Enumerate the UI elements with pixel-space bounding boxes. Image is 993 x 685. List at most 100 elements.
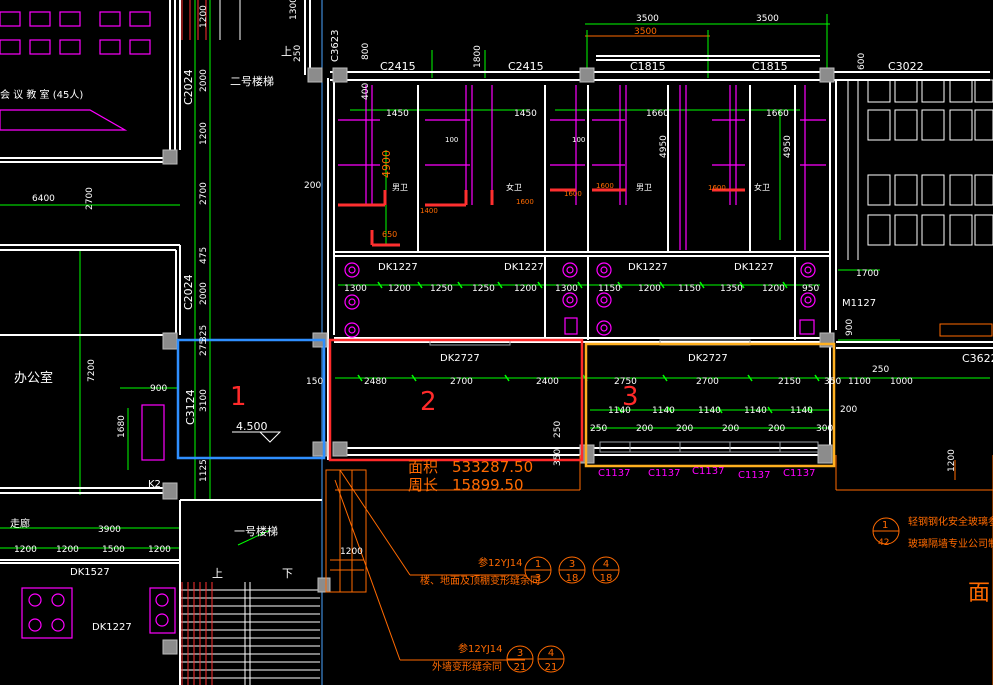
callout-bottom: 3: [535, 573, 541, 584]
dim-text: 900: [845, 319, 855, 336]
dim-text: 1200: [762, 284, 785, 294]
window-label: C3124: [184, 389, 197, 425]
stair-mark: 上: [212, 567, 223, 580]
dim-text: 1140: [608, 406, 631, 416]
dim-text: 1250: [472, 284, 495, 294]
dim-text: 1200: [56, 545, 79, 555]
window-label: C3622: [962, 352, 993, 365]
room-label-toilet: 女卫: [754, 182, 770, 192]
dim-text: 2700: [85, 187, 95, 210]
callout-bottom: 21: [545, 662, 558, 673]
dim-text: 800: [361, 43, 371, 60]
door-label: DK1227: [378, 262, 418, 273]
dim-text: 200: [304, 181, 321, 191]
dim-text: 1200: [638, 284, 661, 294]
dim-text: 1200: [148, 545, 171, 555]
elevation-marker: [232, 431, 282, 443]
area-label: 面积: [408, 458, 438, 476]
dim-text: 250: [293, 45, 303, 62]
zone-1-outline[interactable]: [176, 338, 326, 460]
perimeter-value: 15899.50: [452, 476, 524, 494]
dim-text: 950: [802, 284, 819, 294]
seating-grid: [847, 79, 993, 260]
zone-3-outline[interactable]: [584, 342, 836, 468]
dim-text: 1450: [514, 109, 537, 119]
dim-text: 3500: [636, 14, 659, 24]
dim-text: 200: [636, 424, 653, 434]
dim-text: 475: [199, 247, 209, 264]
note-right-index-bottom: 42: [878, 538, 889, 548]
zone-1-label: 1: [230, 382, 247, 412]
dim-text: 2700: [199, 182, 209, 205]
dim-text: 350: [553, 449, 563, 466]
room-label-corridor: 走廊: [10, 517, 30, 530]
dim-text: 325: [199, 325, 209, 342]
door-label: DK1227: [92, 622, 132, 633]
dim-text: 2000: [199, 69, 209, 92]
zone-2-outline[interactable]: [328, 338, 584, 462]
callout-bottom: 21: [514, 662, 527, 673]
dim-text: 6400: [32, 194, 55, 204]
door-label: DK1227: [504, 262, 544, 273]
window-label: C2415: [508, 60, 544, 73]
window-label: C1815: [630, 60, 666, 73]
partition-hatch: [338, 188, 745, 247]
dim-text: 4900: [380, 150, 393, 178]
dim-text: 250: [553, 421, 563, 438]
note-right-2: 玻璃隔墙专业公司制作: [908, 537, 993, 550]
dim-text: 1300: [344, 284, 367, 294]
dim-text: 600: [857, 53, 867, 70]
door-label: DK1527: [70, 567, 110, 578]
window-label: C2415: [380, 60, 416, 73]
window-label: C2024: [182, 274, 195, 310]
dim-text: 1140: [744, 406, 767, 416]
dim-text: 200: [768, 424, 785, 434]
dim-text: 2000: [199, 282, 209, 305]
dim-text: 1250: [430, 284, 453, 294]
callout-top: 4: [548, 648, 554, 659]
dim-text: 1125: [199, 459, 209, 482]
dim-text: 100: [445, 136, 458, 144]
room-label-toilet: 女卫: [506, 182, 522, 192]
note-ref-1: 参12YJ14: [478, 556, 523, 569]
elevation-value: 4.500: [236, 420, 268, 433]
dim-text: 200: [840, 405, 857, 415]
room-label-toilet: 男卫: [392, 183, 408, 192]
room-label-toilet: 男卫: [636, 183, 652, 192]
dim-text: 1200: [388, 284, 411, 294]
stair-hatch-red: [181, 0, 213, 685]
dim-text: 1660: [646, 109, 669, 119]
note-right-index-top: 1: [882, 520, 888, 531]
window-label: C1137: [648, 468, 680, 479]
callout-top: 1: [535, 559, 541, 570]
dim-text: 2150: [778, 377, 801, 387]
dim-text: 300: [816, 424, 833, 434]
window-label: C1137: [598, 468, 630, 479]
dim-text: 1450: [386, 109, 409, 119]
zone-3-label: 3: [622, 382, 639, 412]
window-label: C1815: [752, 60, 788, 73]
callout-top: 3: [517, 648, 523, 659]
note-desc-2: 外墙变形缝余同: [432, 660, 502, 673]
window-label: C1137: [738, 470, 770, 481]
stair-treads: [180, 0, 320, 685]
dim-text: 3500: [634, 27, 657, 37]
window-label: C2024: [182, 69, 195, 105]
dim-text: 1600: [708, 184, 726, 192]
room-label-stair-1: 一号楼梯: [234, 524, 278, 538]
dim-text: 1200: [199, 122, 209, 145]
window-label: C3022: [888, 60, 924, 73]
dim-text: 1150: [598, 284, 621, 294]
room-label-office: 办公室: [14, 370, 53, 386]
stair-mark: 下: [282, 567, 293, 580]
dim-text: 1600: [564, 190, 582, 198]
dim-text: 1200: [947, 449, 957, 472]
dim-text: 1200: [514, 284, 537, 294]
door-label: DK2727: [688, 353, 728, 364]
dim-text: 1700: [856, 269, 879, 279]
dim-text: 2480: [364, 377, 387, 387]
dim-text: 1500: [102, 545, 125, 555]
room-label-classroom: 会 议 教 室 (45人): [0, 88, 83, 101]
dim-text: 4950: [783, 135, 793, 158]
